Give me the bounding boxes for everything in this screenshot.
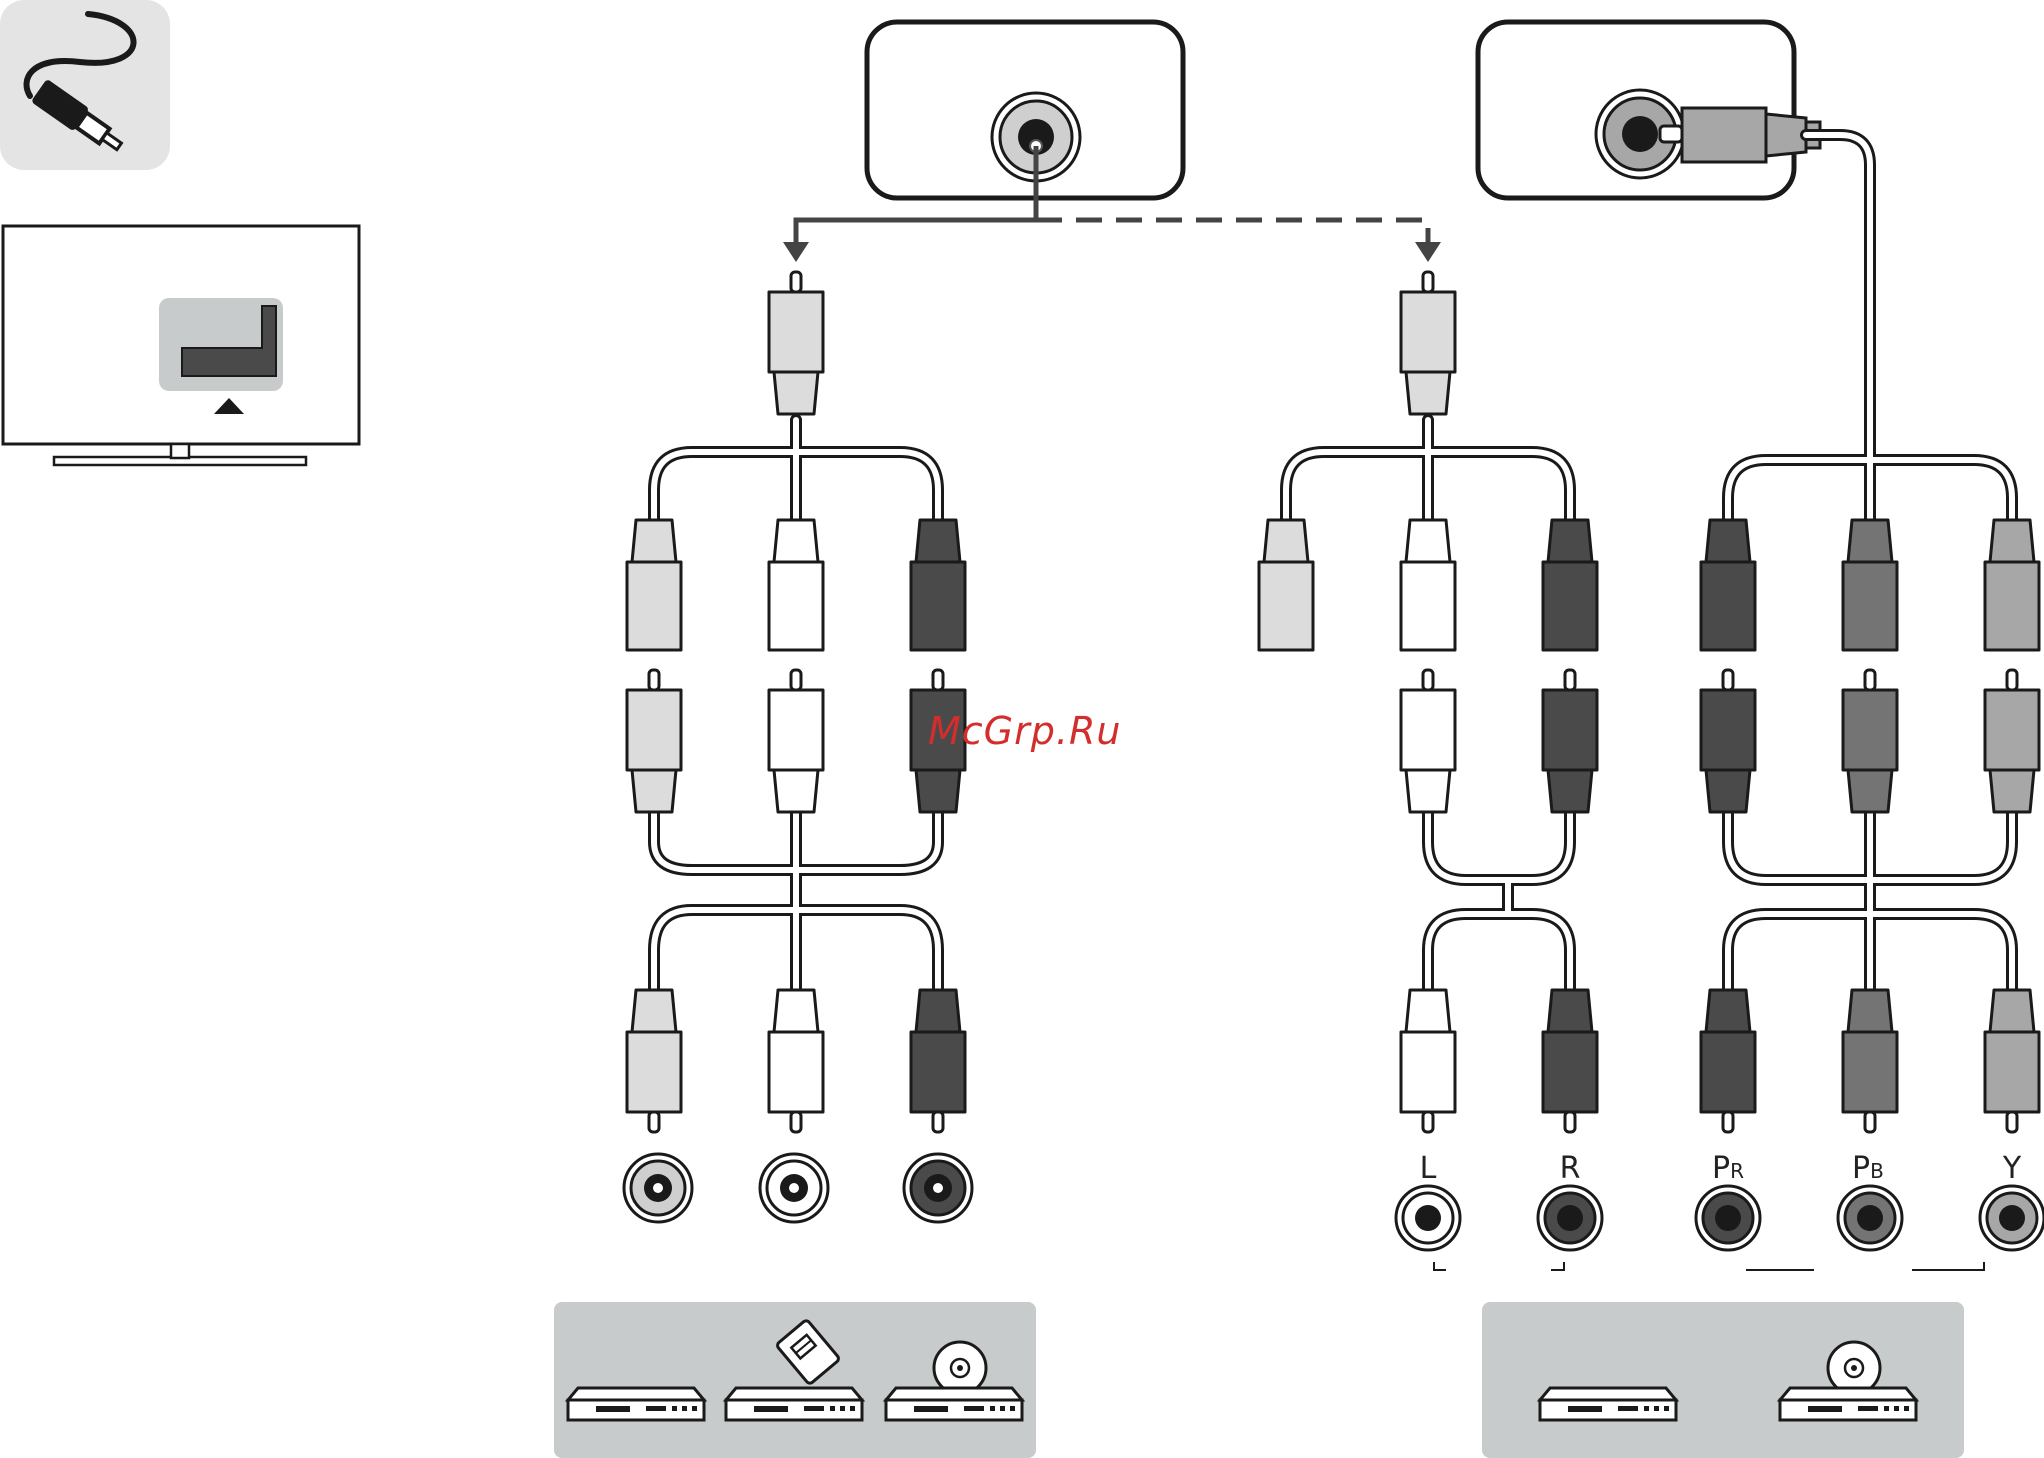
audio-left-plug xyxy=(1401,520,1455,650)
label-pr: PR xyxy=(1712,1151,1744,1186)
device-jacks-right xyxy=(1396,1186,2044,1250)
pb-plug xyxy=(1843,520,1897,650)
audio-right-plug xyxy=(1543,990,1597,1132)
tv-icon xyxy=(3,226,359,465)
arrow-down-icon xyxy=(783,242,809,262)
device-panel-right xyxy=(1482,1302,1964,1458)
component-plug-inserted xyxy=(1660,108,1820,162)
video-plug xyxy=(627,520,681,650)
audio-right-plug xyxy=(1543,520,1597,650)
pr-plug xyxy=(1701,990,1755,1132)
pb-plug xyxy=(1843,990,1897,1132)
video-jack xyxy=(624,1154,692,1222)
label-r: R xyxy=(1560,1151,1581,1186)
audio-left-jack xyxy=(1396,1186,1460,1250)
pr-plug xyxy=(1701,670,1755,812)
tv-av-jack-box xyxy=(867,22,1183,198)
av-cable-plug xyxy=(1401,272,1455,414)
audio-left-plug xyxy=(769,520,823,650)
av-cable-plug xyxy=(769,272,823,414)
vcr-icon xyxy=(568,1388,704,1420)
audio-right-plug xyxy=(1543,670,1597,812)
pb-plug xyxy=(1843,670,1897,812)
pb-jack xyxy=(1838,1186,1902,1250)
label-y: Y xyxy=(2002,1151,2022,1186)
group-brackets xyxy=(1434,1262,1984,1270)
pr-plug xyxy=(1701,520,1755,650)
tv-component-jack-box xyxy=(1478,22,1820,198)
audio-left-plug xyxy=(1401,990,1455,1132)
audio-right-jack xyxy=(904,1154,972,1222)
watermark: McGrp.Ru xyxy=(928,709,1121,753)
vcr-icon xyxy=(1540,1388,1676,1420)
arrow-down-icon xyxy=(1415,242,1441,262)
video-plug xyxy=(627,670,681,812)
cable-icon xyxy=(0,0,170,170)
y-plug xyxy=(1985,670,2039,812)
video-plug xyxy=(627,990,681,1132)
cable-wires xyxy=(654,135,2012,990)
y-plug xyxy=(1985,990,2039,1132)
audio-left-plug xyxy=(1401,670,1455,812)
video-plug-unused xyxy=(1259,520,1313,650)
y-plug xyxy=(1985,520,2039,650)
audio-right-plug xyxy=(911,990,965,1132)
y-jack xyxy=(1980,1186,2044,1250)
label-pb: PB xyxy=(1852,1151,1884,1186)
audio-left-plug xyxy=(769,990,823,1132)
audio-left-jack xyxy=(760,1154,828,1222)
audio-right-plug xyxy=(911,520,965,650)
audio-left-plug xyxy=(769,670,823,812)
device-panel-left xyxy=(554,1302,1036,1458)
label-l: L xyxy=(1420,1151,1437,1186)
pr-jack xyxy=(1696,1186,1760,1250)
device-jacks-left xyxy=(624,1154,972,1222)
audio-right-jack xyxy=(1538,1186,1602,1250)
